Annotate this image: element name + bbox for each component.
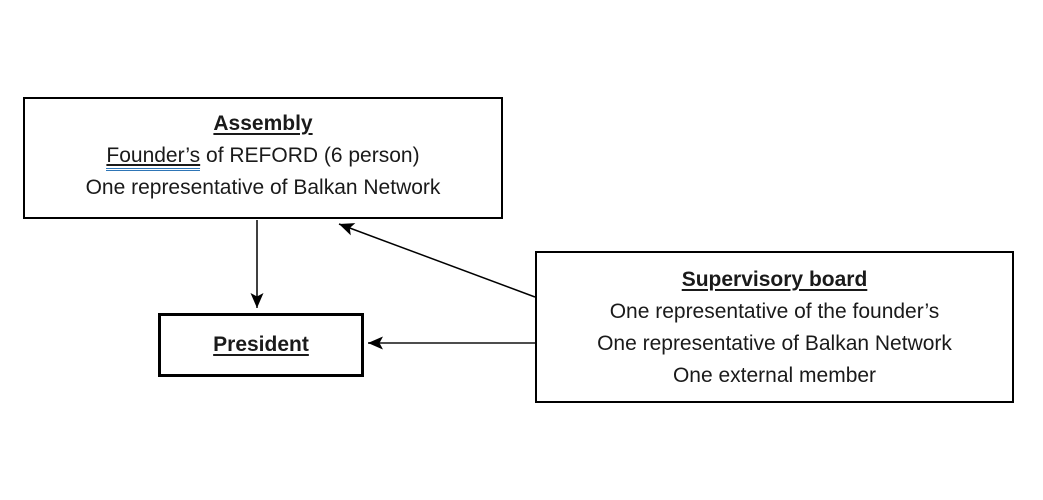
supervisory-line-external: One external member [672, 364, 877, 387]
assembly-box: Assembly Founder’s of REFORD (6 person) … [23, 97, 503, 219]
assembly-line2-rest: of REFORD (6 person) [200, 144, 420, 167]
supervisory-board-box: Supervisory board One representative of … [535, 251, 1014, 403]
arrow-supervisory-to-assembly [338, 223, 536, 298]
president-title: President [213, 333, 309, 356]
assembly-title: Assembly [213, 112, 313, 135]
supervisory-board-title: Supervisory board [681, 268, 868, 291]
president-box: President [158, 313, 364, 377]
assembly-line-representative: One representative of Balkan Network [85, 176, 441, 199]
supervisory-line-founders: One representative of the founder’s [609, 300, 940, 323]
assembly-line-founders: Founder’s of REFORD (6 person) [25, 140, 501, 172]
assembly-founders-word: Founder’s [106, 144, 201, 171]
supervisory-line-balkan: One representative of Balkan Network [597, 332, 952, 355]
